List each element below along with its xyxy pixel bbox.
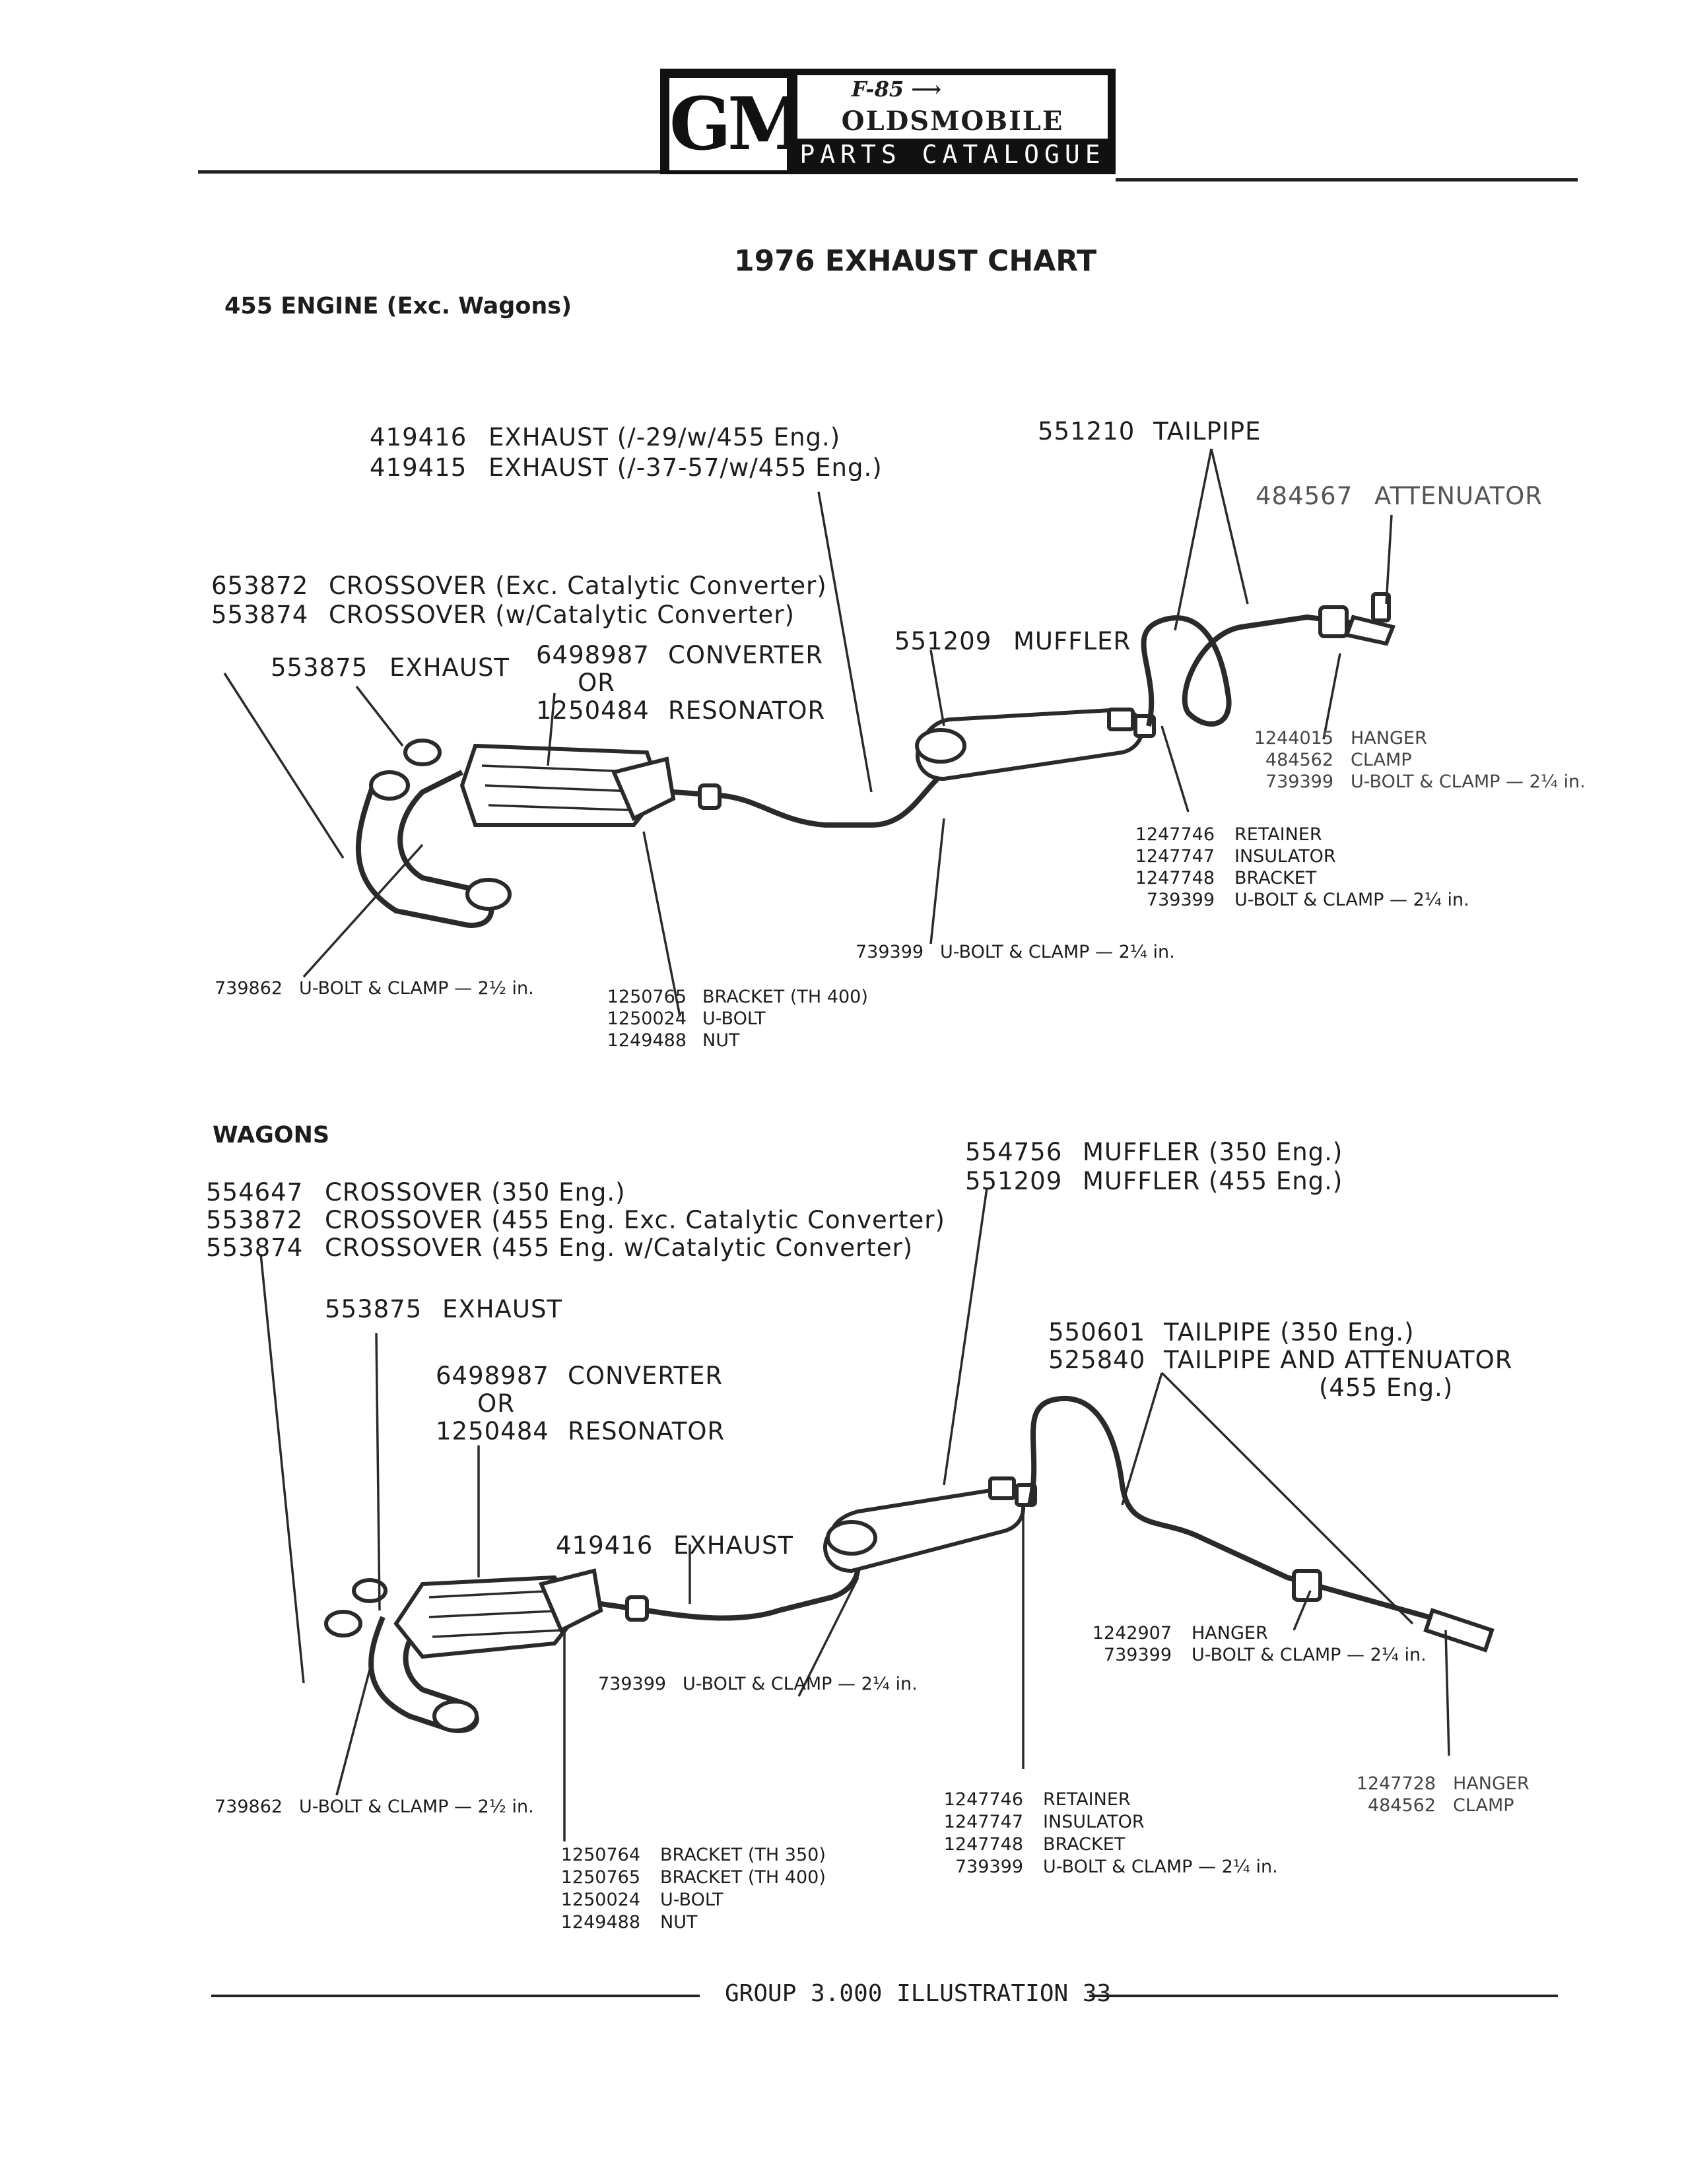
s2-muffler [823, 1476, 1037, 1573]
header-rule-left [198, 170, 660, 174]
gm-mark: GM [667, 75, 808, 173]
brand-panel [797, 75, 1108, 139]
footer-label: GROUP 3.000 ILLUSTRATION 33 [725, 1980, 1112, 2007]
s2-exhaust-pipe [600, 1564, 861, 1622]
s2-leaders [259, 1187, 1450, 1841]
s2-crossover-pipe [324, 1578, 479, 1733]
s2-tailpipe [1027, 1395, 1495, 1653]
model-mark: F-85 ⟶ [852, 77, 942, 102]
page-title: 1976 EXHAUST CHART [734, 244, 1097, 278]
footer-rule-right [1089, 1995, 1558, 1997]
s2-converter [393, 1568, 603, 1659]
s1-muffler [915, 707, 1156, 781]
footer-rule-left [211, 1995, 700, 1997]
s1-tailpipe [1141, 592, 1396, 727]
s1-leaders [223, 448, 1393, 1017]
s1-converter [459, 743, 676, 827]
s1-exhaust-pipe [673, 777, 939, 828]
s1-crossover-pipe [356, 739, 512, 928]
section2-heading: WAGONS [213, 1122, 330, 1148]
brand-subtitle: PARTS CATALOGUE [799, 140, 1106, 169]
section1-heading: 455 ENGINE (Exc. Wagons) [224, 293, 572, 319]
header-rule-right [1116, 178, 1578, 182]
brand-name: OLDSMOBILE [841, 106, 1064, 137]
